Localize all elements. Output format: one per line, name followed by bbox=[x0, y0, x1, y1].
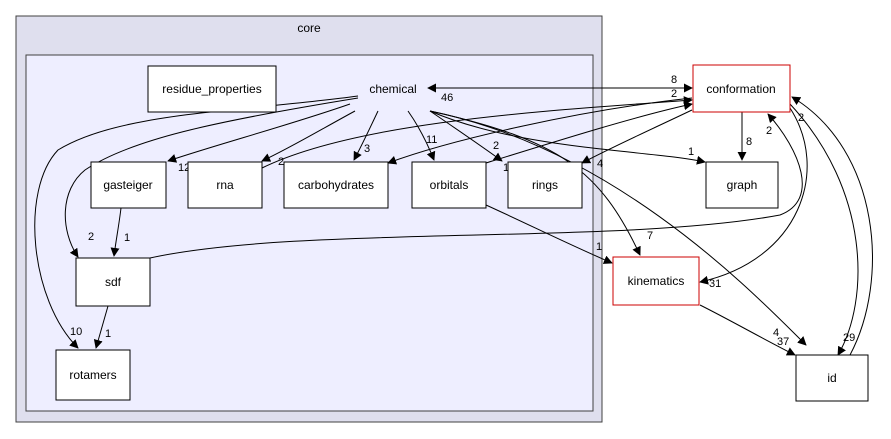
label-chemical-conformation: 8 bbox=[671, 74, 677, 86]
node-orbitals[interactable]: orbitals bbox=[411, 161, 487, 209]
label-chemical-sdf: 2 bbox=[88, 231, 94, 243]
edge-kinematics-id bbox=[699, 304, 796, 356]
node-rotamers[interactable]: rotamers bbox=[55, 349, 131, 401]
node-gasteiger[interactable]: gasteiger bbox=[90, 161, 167, 209]
label-gasteiger-sdf: 1 bbox=[124, 232, 130, 244]
edge-sdf-conformation bbox=[149, 113, 803, 259]
label-conformation-graph: 8 bbox=[746, 136, 752, 148]
node-chemical[interactable]: chemical bbox=[369, 82, 416, 96]
nodes: residue_properties chemical gasteiger rn… bbox=[55, 64, 869, 402]
node-carbohydrates[interactable]: carbohydrates bbox=[283, 161, 389, 209]
label-chemical-rotamers: 10 bbox=[70, 326, 82, 338]
edge-conformation-carbohydrates bbox=[387, 97, 693, 165]
edge-labels: 8 46 12 2 3 11 2 1 7 4 2 10 1 1 2 2 1 1 … bbox=[70, 74, 855, 348]
edge-conformation-kinematics bbox=[699, 107, 808, 285]
node-id[interactable]: id bbox=[795, 354, 869, 402]
label-chemical-carbohydrates: 3 bbox=[364, 143, 370, 155]
edges bbox=[34, 83, 873, 356]
label-rna-conformation: 2 bbox=[671, 88, 677, 100]
label-chemical-rings: 2 bbox=[493, 140, 499, 152]
node-rna-label: rna bbox=[216, 178, 234, 192]
edge-orbitals-kinematics bbox=[485, 204, 613, 264]
label-conformation-rings: 4 bbox=[597, 158, 603, 170]
edge-conformation-id bbox=[789, 103, 859, 356]
node-residue-properties-label: residue_properties bbox=[162, 82, 261, 96]
label-chemical-rna: 2 bbox=[278, 156, 284, 168]
node-carbohydrates-label: carbohydrates bbox=[298, 178, 374, 192]
node-rna[interactable]: rna bbox=[187, 161, 263, 209]
edge-sdf-rotamers bbox=[93, 305, 109, 349]
node-rings-label: rings bbox=[532, 178, 558, 192]
edge-id-conformation bbox=[791, 96, 873, 356]
node-rotamers-label: rotamers bbox=[69, 368, 116, 382]
edge-chemical-carbohydrates bbox=[353, 110, 379, 161]
edge-gasteiger-sdf bbox=[110, 207, 122, 257]
label-id-conformation: 2 bbox=[798, 112, 804, 124]
label-sdf-conformation: 2 bbox=[766, 125, 772, 137]
label-conformation-kinematics: 31 bbox=[709, 278, 721, 290]
node-sdf[interactable]: sdf bbox=[75, 257, 151, 307]
node-kinematics-label: kinematics bbox=[628, 274, 685, 288]
label-chemical-id: 4 bbox=[773, 327, 779, 339]
label-chemical-kinematics: 7 bbox=[647, 230, 653, 242]
label-kinematics-id: 37 bbox=[777, 336, 789, 348]
node-conformation-label: conformation bbox=[706, 82, 775, 96]
label-sdf-rotamers: 1 bbox=[105, 328, 111, 340]
label-chemical-graph: 1 bbox=[688, 146, 694, 158]
node-kinematics[interactable]: kinematics bbox=[612, 256, 700, 306]
edge-rna-conformation bbox=[261, 96, 693, 169]
label-chemical-orbitals: 11 bbox=[426, 134, 437, 146]
node-orbitals-label: orbitals bbox=[430, 178, 469, 192]
label-orbitals-conformation: 1 bbox=[503, 162, 509, 174]
edge-orbitals-conformation bbox=[485, 101, 693, 164]
edge-chemical-graph bbox=[429, 110, 706, 165]
label-conformation-chemical: 46 bbox=[441, 92, 453, 104]
edge-chemical-orbitals bbox=[407, 110, 436, 161]
cluster-core-label: core bbox=[297, 21, 321, 35]
label-chemical-gasteiger: 12 bbox=[178, 162, 190, 174]
edge-chemical-id bbox=[429, 110, 807, 346]
edge-chemical-gasteiger bbox=[167, 103, 351, 163]
node-chemical-label: chemical bbox=[369, 82, 416, 96]
edge-conformation-rings bbox=[581, 109, 693, 164]
label-conformation-id: 29 bbox=[843, 332, 855, 344]
node-id-label: id bbox=[827, 371, 836, 385]
label-orbitals-kinematics: 1 bbox=[596, 241, 602, 253]
node-residue-properties[interactable]: residue_properties bbox=[147, 65, 277, 113]
node-gasteiger-label: gasteiger bbox=[103, 178, 152, 192]
node-rings[interactable]: rings bbox=[507, 161, 583, 209]
edge-chemical-sdf bbox=[64, 97, 359, 258]
node-graph[interactable]: graph bbox=[705, 161, 779, 209]
edge-chemical-rna bbox=[261, 110, 356, 162]
node-conformation[interactable]: conformation bbox=[692, 64, 791, 113]
node-sdf-label: sdf bbox=[105, 275, 122, 289]
edge-chemical-rings bbox=[429, 110, 503, 162]
node-graph-label: graph bbox=[727, 178, 758, 192]
